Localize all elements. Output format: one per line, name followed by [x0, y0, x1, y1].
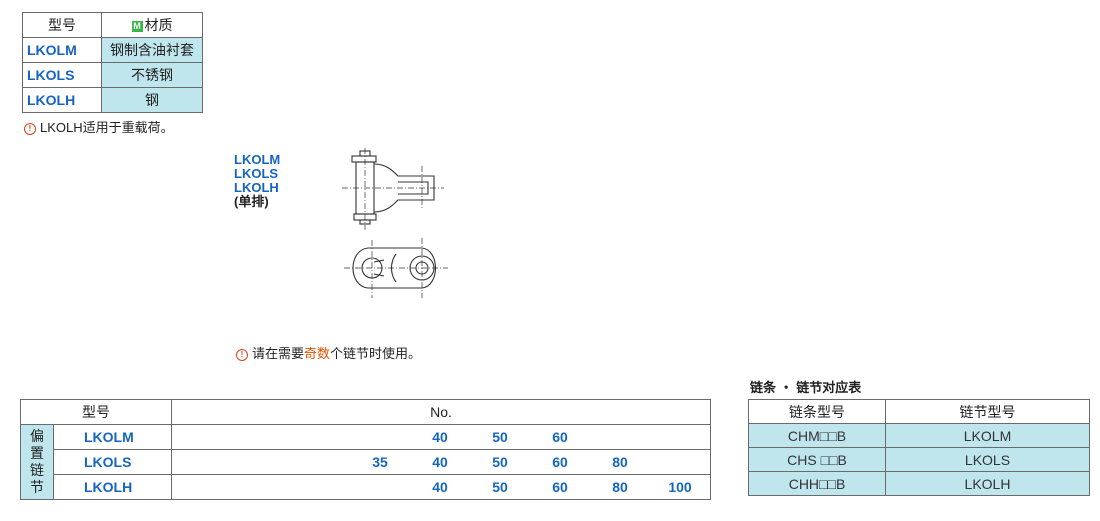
header-link-model: 链节型号 [885, 399, 1090, 424]
caution-icon: ! [236, 349, 248, 361]
chain-model-cell: CHS □□B [748, 447, 886, 472]
link-row-sizes: 40 50 60 [171, 424, 711, 450]
material-row-material: 不锈钢 [101, 62, 203, 88]
offset-link-top-view-drawing [344, 238, 448, 298]
size-value: 80 [612, 454, 628, 470]
size-value: 60 [552, 454, 568, 470]
offset-link-table: 型号 No. 偏 置 链 节 LKOLM 40 50 60 LKOLS 35 4… [20, 399, 711, 500]
chain-link-correspondence-table: 链条型号 链节型号 CHM□□B LKOLM CHS □□B LKOLS CHH… [748, 399, 1090, 496]
size-value: 80 [612, 479, 628, 495]
size-value: 50 [492, 454, 508, 470]
part-label: LKOLM LKOLS LKOLH (单排) [234, 152, 281, 209]
size-value: 50 [492, 479, 508, 495]
material-row-material: 钢 [101, 87, 203, 113]
correspondence-title: 链条 ・ 链节对应表 [750, 380, 862, 395]
material-row-material: 钢制含油衬套 [101, 37, 203, 63]
size-value: 40 [432, 454, 448, 470]
odd-link-note: !请在需要奇数个链节时使用。 [236, 343, 421, 362]
link-model-cell: LKOLS [885, 447, 1090, 472]
header-model: 型号 [22, 12, 102, 38]
header-no: No. [171, 399, 711, 425]
heavy-load-note: !LKOLH适用于重载荷。 [24, 117, 174, 136]
material-row-model: LKOLM [22, 37, 102, 63]
header-model: 型号 [20, 399, 172, 425]
material-row-model: LKOLH [22, 87, 102, 113]
size-value: 50 [492, 429, 508, 445]
link-row-model: LKOLH [53, 474, 172, 500]
header-chain-model: 链条型号 [748, 399, 886, 424]
chain-model-cell: CHM□□B [748, 423, 886, 448]
link-row-model: LKOLM [53, 424, 172, 450]
size-value: 100 [668, 479, 692, 495]
size-value: 60 [552, 429, 568, 445]
link-row-model: LKOLS [53, 449, 172, 475]
size-value: 40 [432, 479, 448, 495]
caution-icon: ! [24, 123, 36, 135]
size-value: 60 [552, 479, 568, 495]
size-value: 40 [432, 429, 448, 445]
link-model-cell: LKOLM [885, 423, 1090, 448]
material-badge-icon: M [131, 21, 143, 32]
offset-link-side-view-drawing [342, 148, 444, 230]
material-row-model: LKOLS [22, 62, 102, 88]
link-row-sizes: 40 50 60 80 100 [171, 474, 711, 500]
link-row-sizes: 35 40 50 60 80 [171, 449, 711, 475]
offset-link-side-label: 偏 置 链 节 [20, 424, 54, 500]
chain-model-cell: CHH□□B [748, 471, 886, 496]
link-model-cell: LKOLH [885, 471, 1090, 496]
size-value: 35 [372, 454, 388, 470]
